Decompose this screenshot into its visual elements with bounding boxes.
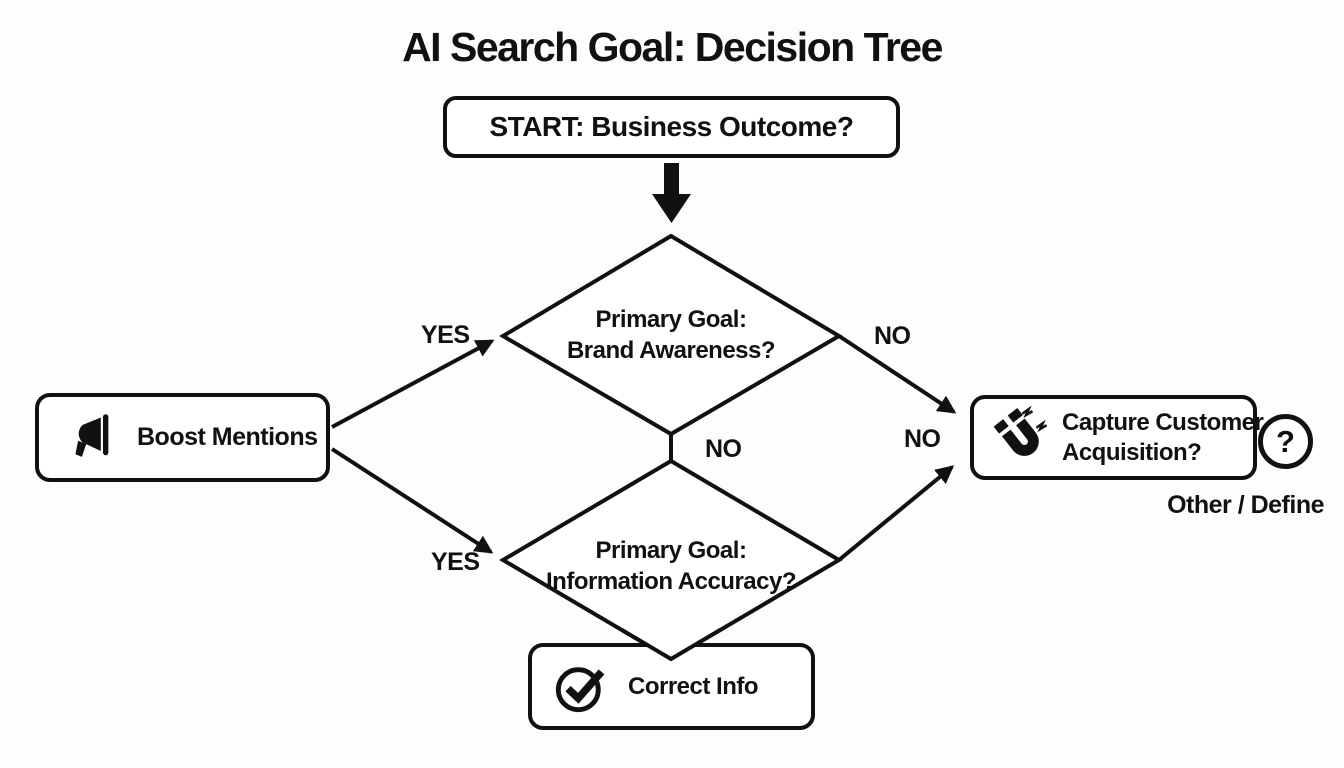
check-circle-icon (555, 666, 605, 712)
page-title: AI Search Goal: Decision Tree (402, 24, 943, 70)
label-other-define: Other / Define (1167, 491, 1324, 519)
diamond-accuracy-line1: Primary Goal: (595, 537, 747, 564)
megaphone-icon (75, 413, 109, 457)
edge-no-accuracy-to-capture (837, 465, 955, 562)
capture-line1: Capture Customer (1062, 408, 1264, 436)
correct-info-label: Correct Info (628, 672, 759, 700)
diamond-brand-line2: Brand Awareness? (566, 337, 776, 364)
capture-line2: Acquisition? (1062, 438, 1202, 466)
node-start: START: Business Outcome? (443, 96, 900, 158)
edge-yes-boost-to-brand (331, 339, 495, 429)
label-no-middle: NO (705, 435, 742, 463)
spark-icon (1021, 405, 1034, 418)
label-yes-top: YES (421, 321, 470, 349)
spark-icon (1035, 419, 1048, 432)
diamond-accuracy-text: Primary Goal: Information Accuracy? (521, 535, 821, 597)
node-capture-acquisition: Capture Customer Acquisition? (970, 395, 1264, 480)
node-correct-info: Correct Info (528, 643, 815, 730)
node-boost-mentions: Boost Mentions (35, 393, 330, 482)
diamond-brand-line1: Primary Goal: (595, 306, 747, 333)
boost-mentions-label: Boost Mentions (137, 423, 318, 451)
start-label: START: Business Outcome? (489, 111, 854, 142)
diamond-brand-text: Primary Goal: Brand Awareness? (521, 304, 821, 366)
diamond-accuracy-line2: Information Accuracy? (546, 568, 797, 595)
label-yes-bottom: YES (431, 548, 480, 576)
label-no-bottom-right: NO (904, 425, 941, 453)
question-mark-icon: ? (1258, 414, 1313, 469)
start-down-arrow (652, 163, 691, 223)
label-no-top-right: NO (874, 322, 911, 350)
capture-acquisition-label: Capture Customer Acquisition? (1062, 408, 1264, 468)
magnet-icon (993, 405, 1048, 456)
edge-yes-boost-to-accuracy (330, 447, 494, 554)
question-mark-glyph: ? (1276, 423, 1295, 459)
